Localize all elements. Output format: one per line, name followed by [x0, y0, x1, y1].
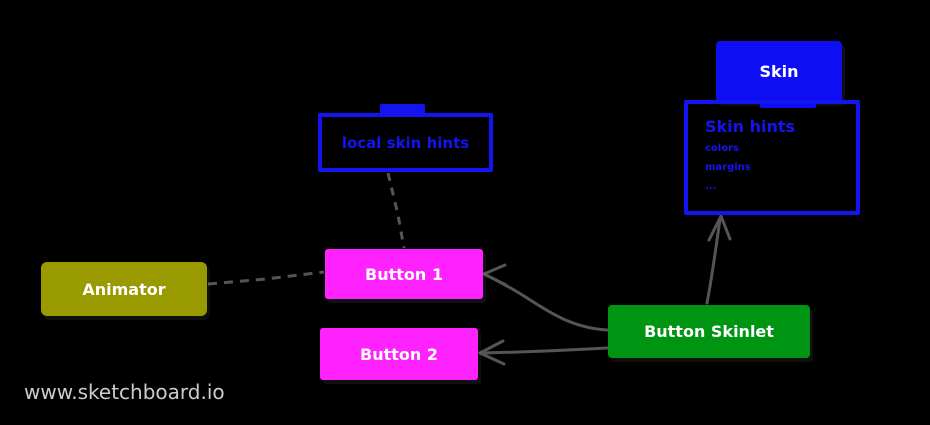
edge-skinlet-to-button1-arrowhead [482, 263, 508, 287]
node-skin-hints[interactable]: Skin hints colors margins ... [684, 100, 860, 215]
node-skin-label: Skin [759, 62, 799, 81]
node-button-2[interactable]: Button 2 [320, 328, 478, 380]
node-local-skin-hints[interactable]: local skin hints [318, 113, 493, 172]
edge-localskinhints-to-button1 [386, 172, 406, 249]
node-button-2-label: Button 2 [360, 344, 438, 364]
node-animator-label: Animator [82, 279, 166, 299]
edge-skinlet-to-skinhints-arrowhead [707, 214, 732, 242]
node-skin-hints-title: Skin hints [705, 117, 796, 136]
node-skin[interactable]: Skin [716, 41, 842, 102]
node-button-1[interactable]: Button 1 [325, 249, 483, 299]
node-animator[interactable]: Animator [41, 262, 207, 316]
edge-skinlet-to-skinhints [705, 217, 722, 305]
node-button-skinlet-label: Button Skinlet [644, 322, 774, 341]
edge-skinlet-to-button2 [480, 346, 609, 355]
edge-skinlet-to-button1 [484, 273, 609, 332]
edge-animator-to-button1 [207, 270, 325, 286]
node-button-skinlet[interactable]: Button Skinlet [608, 305, 810, 358]
node-button-1-label: Button 1 [365, 264, 443, 284]
node-skin-hints-item-ellipsis: ... [705, 180, 717, 192]
node-skin-hints-item-colors: colors [705, 142, 739, 154]
node-local-skin-hints-label: local skin hints [341, 133, 470, 152]
sketchboard-watermark: www.sketchboard.io [24, 380, 225, 404]
edge-skinlet-to-button2-arrowhead [478, 339, 506, 366]
node-local-skin-hints-connector-tab [380, 104, 425, 115]
node-skin-hints-item-margins: margins [705, 161, 751, 173]
